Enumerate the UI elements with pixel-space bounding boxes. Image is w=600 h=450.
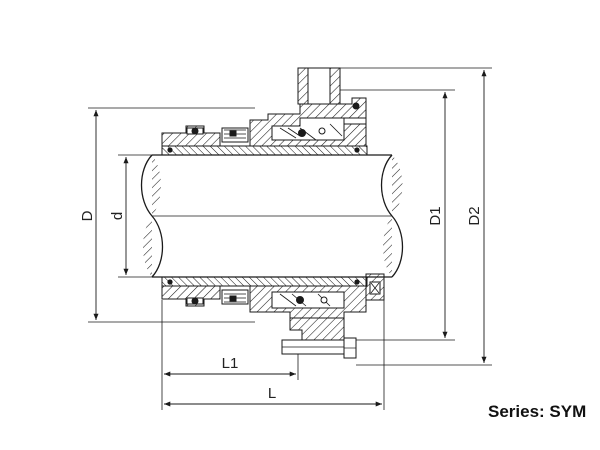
shaft [140,154,404,278]
dim-label-D2: D2 [466,206,483,225]
extension-lines [88,67,492,410]
dimension-lines [93,70,487,407]
dim-label-L1: L1 [222,355,239,372]
dim-label-d: d [109,212,126,220]
dim-label-D: D [79,210,96,221]
dim-label-L: L [268,385,276,402]
seal-top-half [161,67,368,156]
series-caption: Series: SYM [488,402,587,421]
dim-label-D1: D1 [427,206,444,225]
seal-bottom-half [161,273,385,359]
